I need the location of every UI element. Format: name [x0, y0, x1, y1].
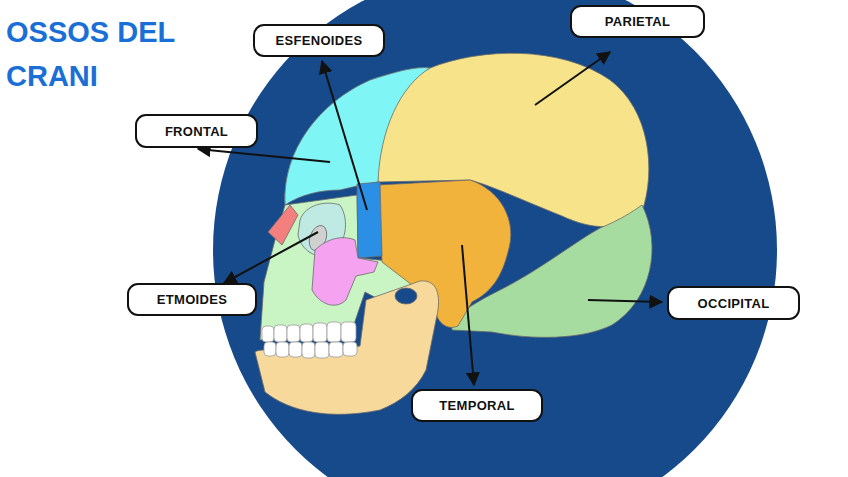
label-box: PARIETAL — [570, 5, 705, 38]
label-box: FRONTAL — [135, 114, 258, 148]
bone-name: ESFENOIDES — [276, 33, 363, 48]
mandible — [255, 281, 439, 414]
leader-line — [224, 232, 318, 283]
label-box: OCCIPITAL — [667, 286, 800, 320]
leader-line — [588, 300, 662, 302]
leader-line — [322, 61, 367, 210]
nasal-bone — [268, 205, 298, 245]
label-box: TEMPORAL — [411, 389, 543, 422]
leader-line — [535, 52, 610, 105]
bone-name: PARIETAL — [605, 14, 670, 29]
bone-name: OCCIPITAL — [698, 296, 770, 311]
label-box: ETMOIDES — [127, 283, 257, 316]
bone-name: FRONTAL — [165, 124, 228, 139]
label-box: ESFENOIDES — [253, 24, 385, 57]
ear-opening — [395, 288, 417, 304]
teeth — [262, 322, 357, 358]
title: OSSOS DEL CRANI — [6, 10, 206, 98]
leader-line — [198, 149, 330, 162]
sphenoid-bone — [357, 182, 382, 258]
bone-name: TEMPORAL — [439, 398, 514, 413]
background-circle — [213, 0, 777, 477]
zygomatic-bone — [312, 238, 378, 306]
bone-name: ETMOIDES — [157, 292, 227, 307]
leader-line — [462, 245, 474, 385]
